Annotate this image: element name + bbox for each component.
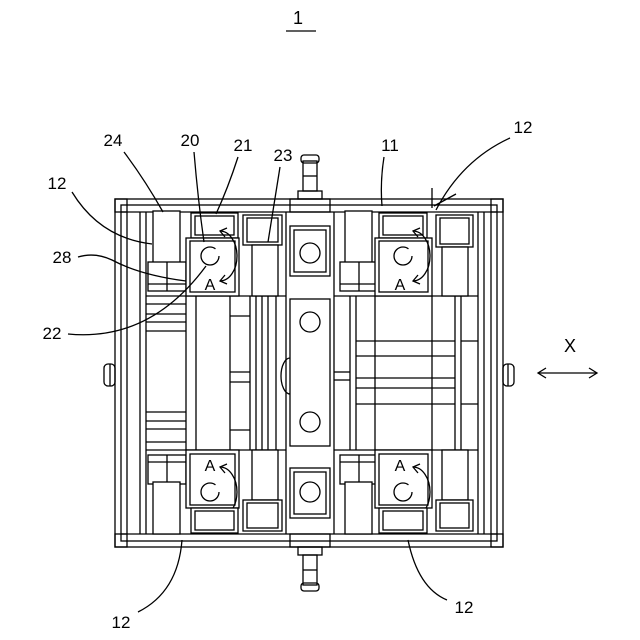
drive-unit-bottom-right: A (340, 450, 473, 534)
direction-indicator: X (538, 336, 597, 378)
cylinder-body (252, 450, 278, 500)
leader-line-12-bottom-right (408, 540, 447, 600)
reference-numeral-11: 11 (381, 136, 399, 155)
reference-numeral-23: 23 (274, 146, 293, 165)
motor-box-21 (191, 213, 238, 238)
direction-label: X (564, 336, 576, 356)
cylinder-body (442, 247, 468, 296)
cylinder-body (442, 450, 468, 500)
top-shaft-cap (301, 155, 319, 163)
double-headed-arrow-icon (538, 368, 597, 378)
reference-numeral-24: 24 (104, 131, 123, 150)
center-column (281, 226, 330, 518)
left-side-knob (104, 364, 115, 386)
right-side-knob (503, 364, 514, 386)
rotation-mark-a: A (395, 458, 406, 475)
bottom-shaft (290, 534, 330, 591)
rotation-mark-a: A (205, 277, 216, 294)
center-main-plate (290, 299, 330, 446)
bottom-shaft-cap (301, 583, 319, 591)
drive-unit-bottom-left: A (148, 450, 282, 534)
cylinder (345, 211, 372, 264)
reference-numeral-12-bottom-left: 12 (112, 613, 131, 632)
reference-numeral-20: 20 (181, 131, 200, 150)
figure-number: 1 (293, 8, 303, 28)
cylinder-23-body (252, 245, 278, 296)
drive-unit-top-left: A (148, 211, 282, 296)
top-shaft-collar (298, 191, 322, 199)
cylinder (345, 482, 372, 534)
reference-numeral-12-left: 12 (48, 174, 67, 193)
center-upper-block (290, 226, 330, 276)
cylinder-head (436, 500, 473, 531)
motor-box (191, 508, 238, 533)
left-rail-assembly (146, 296, 250, 450)
rotation-mark-a: A (395, 277, 406, 294)
reference-numeral-28: 28 (53, 248, 72, 267)
left-guide-rods (256, 296, 276, 450)
reference-numeral-22: 22 (43, 324, 62, 343)
bottom-shaft-collar (298, 547, 322, 555)
cylinder-head (243, 500, 282, 531)
motor-box (379, 213, 427, 238)
leader-line-12-bottom-left (138, 540, 182, 612)
leader-line-24 (124, 152, 163, 212)
cylinder-head (436, 215, 473, 247)
cylinder-24 (153, 211, 180, 264)
right-guide-rods (350, 296, 461, 450)
drive-unit-top-right: A (340, 211, 473, 296)
reference-numeral-12-top-right: 12 (514, 118, 533, 137)
cylinder (153, 482, 180, 534)
motor-box (379, 508, 427, 533)
center-lower-block (290, 468, 330, 518)
reference-numeral-21: 21 (234, 136, 253, 155)
reference-numerals: 24 20 21 23 11 12 12 28 22 12 12 (43, 118, 533, 632)
top-shaft (290, 155, 330, 212)
cylinder-23-head (243, 215, 282, 245)
rotation-mark-a: A (205, 458, 216, 475)
reference-numeral-12-bottom-right: 12 (455, 598, 474, 617)
